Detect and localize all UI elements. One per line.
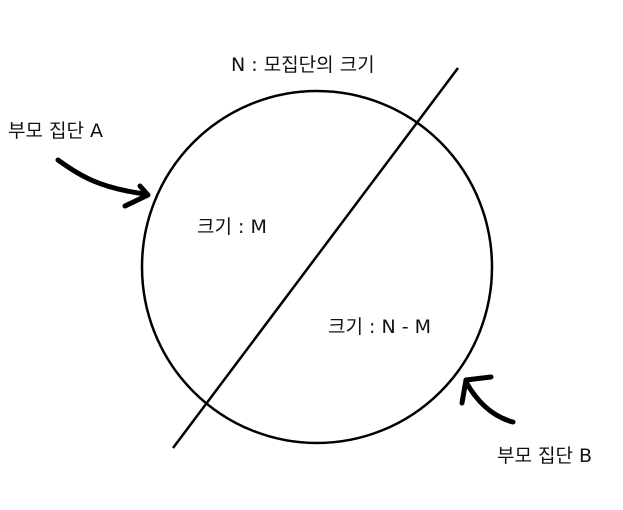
arrow-to-population-a [55, 157, 151, 209]
region-a-size-label: 크기 : M [197, 216, 267, 238]
population-a-label: 부모 집단 A [8, 120, 103, 142]
diagram-title: N : 모집단의 크기 [231, 54, 375, 76]
dividing-line [172, 67, 459, 449]
population-circle [140, 89, 494, 445]
region-b-size-label: 크기 : N - M [328, 316, 431, 338]
population-b-label: 부모 집단 B [497, 445, 593, 467]
arrow-to-population-b [459, 374, 516, 425]
